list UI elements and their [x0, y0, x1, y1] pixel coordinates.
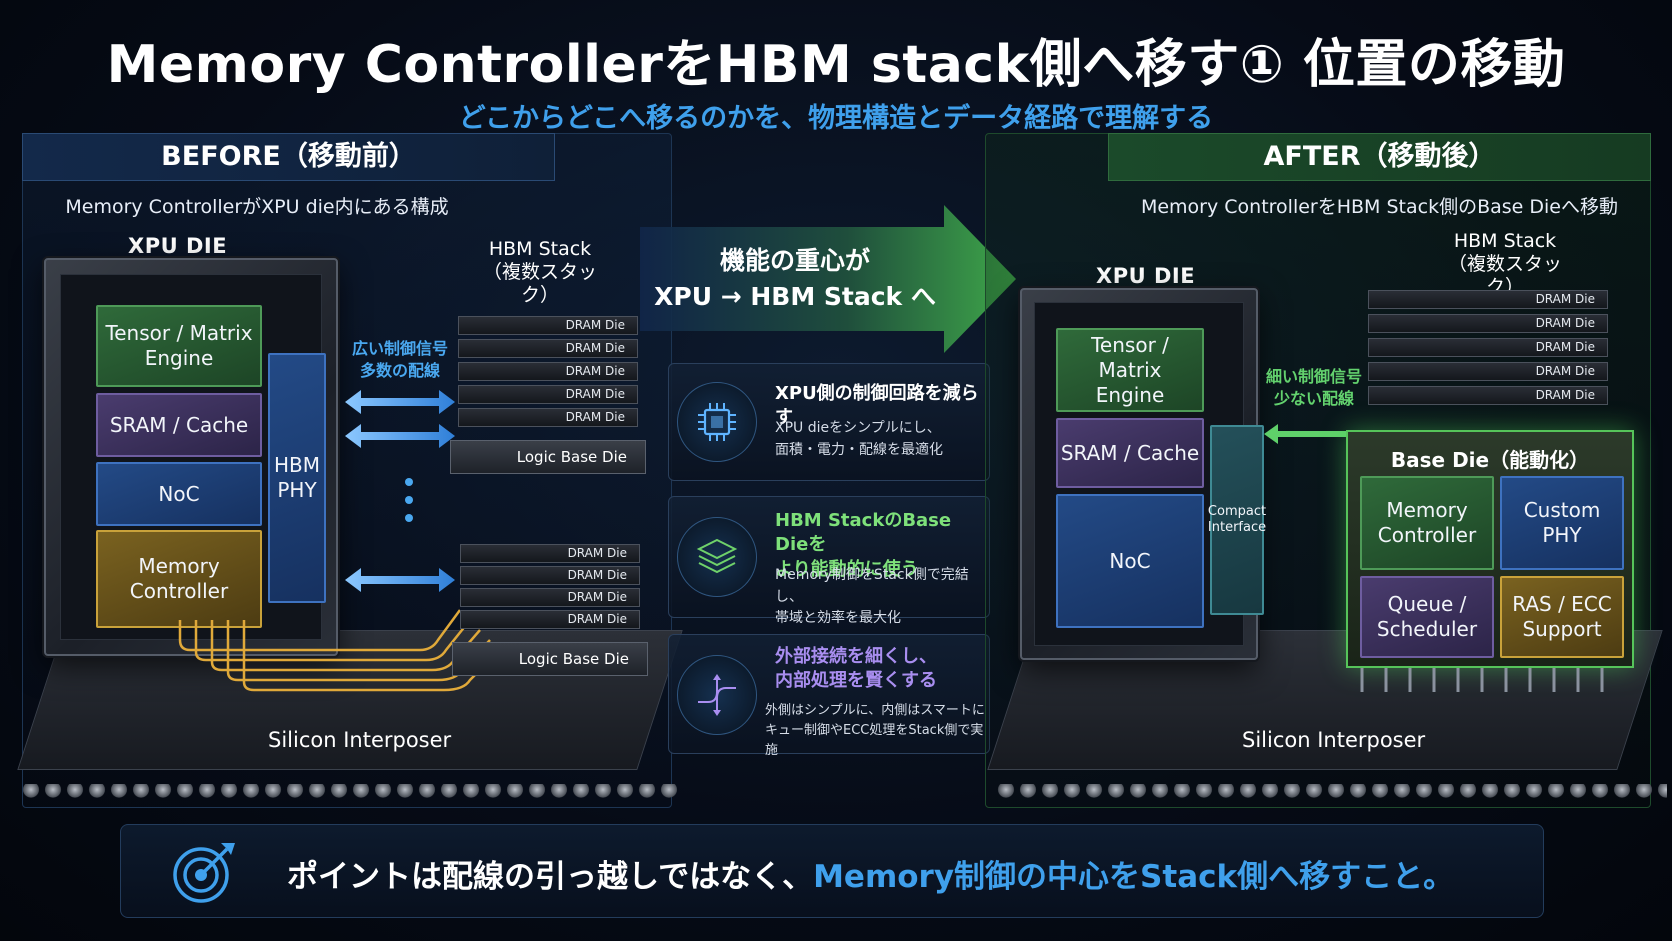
center-big-arrow	[640, 205, 1016, 353]
before-memory-controller-block: Memory Controller	[96, 530, 262, 628]
bottom-message: ポイントは配線の引っ越しではなく、Memory制御の中心をStack側へ移すこと…	[287, 851, 1454, 896]
after-arrow-label-line1: 細い制御信号	[1265, 367, 1362, 386]
card-3-body: 外側はシンプルに、内側はスマートに キュー制御やECC処理をStack側で実施	[765, 701, 989, 761]
after-hbm-stack: DRAM Die DRAM Die DRAM Die DRAM Die DRAM…	[1368, 290, 1618, 430]
after-compact-interface-block: Compact Interface	[1208, 425, 1266, 615]
before-hbm-stack-2: DRAM Die DRAM Die DRAM Die DRAM Die Logi…	[450, 530, 650, 700]
before-noc-block: NoC	[96, 462, 262, 526]
card-3-body-line1: 外側はシンプルに、内側はスマートに	[765, 703, 985, 718]
card-2-body-line2: 帯域と効率を最大化	[775, 610, 901, 627]
card-1-body: XPU dieをシンプルにし、 面積・電力・配線を最適化	[775, 418, 943, 461]
before-arrow-label: 広い制御信号 多数の配線	[345, 338, 455, 381]
chip-icon	[677, 382, 757, 462]
after-header: AFTER（移動後）	[1108, 133, 1651, 181]
before-tensor-block: Tensor / Matrix Engine	[96, 305, 262, 387]
logic-base-die: Logic Base Die	[452, 642, 648, 676]
before-header: BEFORE（移動前）	[22, 133, 555, 181]
card-1-title: XPU側の制御回路を減らす	[775, 383, 979, 429]
logic-base-die: Logic Base Die	[450, 440, 646, 474]
after-noc-block: NoC	[1056, 494, 1204, 628]
center-arrow-text-line1: 機能の重心が	[719, 246, 870, 275]
after-solder-balls	[995, 784, 1667, 798]
before-hbm-phy-block: HBM PHY	[268, 353, 326, 603]
after-memory-controller-block: Memory Controller	[1360, 476, 1494, 570]
dram-die: DRAM Die	[458, 316, 638, 335]
before-bidirectional-arrows	[345, 390, 455, 592]
before-xpu-label: XPU DIE	[128, 234, 228, 258]
dram-die: DRAM Die	[460, 566, 640, 585]
dram-die: DRAM Die	[458, 385, 638, 404]
card-3-title-line2: 内部処理を賢くする	[775, 670, 937, 692]
bottom-message-plain: ポイントは配線の引っ越しではなく、	[287, 859, 814, 895]
after-base-die-pins	[1360, 668, 1604, 692]
after-xpu-label: XPU DIE	[1096, 264, 1196, 288]
after-hbm-stack-label: HBM Stack （複数スタック）	[1440, 230, 1570, 298]
after-description: Memory ControllerをHBM Stack側のBase Dieへ移動	[1140, 196, 1619, 218]
card-1-body-line1: XPU dieをシンプルにし、	[775, 420, 941, 436]
after-ras-ecc-block: RAS / ECC Support	[1500, 576, 1624, 658]
split-lines-icon	[677, 655, 757, 735]
card-3-body-line2: キュー制御やECC処理をStack側で実施	[765, 723, 984, 759]
after-tensor-block: Tensor / Matrix Engine	[1056, 328, 1204, 412]
layers-icon	[677, 517, 757, 597]
after-queue-scheduler-block: Queue / Scheduler	[1360, 576, 1494, 658]
card-1-body-line2: 面積・電力・配線を最適化	[775, 441, 943, 458]
after-arrow-label-line2: 少ない配線	[1273, 388, 1354, 408]
card-2-title: HBM StackのBase Dieを より能動的に使う	[775, 509, 989, 582]
after-hbm-stack-label-line1: HBM Stack	[1453, 230, 1557, 252]
before-description: Memory ControllerがXPU die内にある構成	[65, 196, 449, 218]
dram-die: DRAM Die	[458, 339, 638, 358]
dram-die: DRAM Die	[1368, 314, 1608, 333]
after-interposer-label: Silicon Interposer	[1242, 728, 1426, 752]
dram-die: DRAM Die	[1368, 338, 1608, 357]
center-arrow-text: 機能の重心が XPU → HBM Stack へ	[640, 243, 950, 316]
dram-die: DRAM Die	[1368, 362, 1608, 381]
after-sram-block: SRAM / Cache	[1056, 418, 1204, 488]
before-sram-block: SRAM / Cache	[96, 393, 262, 457]
info-card-thin-external: 外部接続を細くし、 内部処理を賢くする 外側はシンプルに、内側はスマートに キュ…	[668, 634, 990, 758]
before-hbm-stack-1: DRAM Die DRAM Die DRAM Die DRAM Die DRAM…	[450, 300, 650, 490]
card-2-body: Memory制御をStack側で完結し、 帯域と効率を最大化	[775, 565, 989, 630]
dram-die: DRAM Die	[458, 408, 638, 427]
after-header-text: AFTER（移動後）	[1263, 141, 1496, 172]
target-icon	[173, 843, 235, 903]
dram-die: DRAM Die	[460, 610, 640, 629]
before-hbm-stack-label-line1: HBM Stack	[488, 238, 592, 260]
card-2-title-line2: より能動的に使う	[775, 558, 919, 580]
info-card-active-base-die: HBM StackのBase Dieを より能動的に使う Memory制御をSt…	[668, 496, 990, 626]
after-arrow-label: 細い制御信号 少ない配線	[1262, 366, 1366, 409]
page-title: Memory ControllerをHBM stack側へ移す① 位置の移動	[106, 35, 1566, 95]
dram-die: DRAM Die	[458, 362, 638, 381]
before-hbm-stack-label: HBM Stack （複数スタック）	[470, 238, 610, 306]
before-arrow-label-line2: 多数の配線	[359, 360, 440, 380]
bottom-message-highlight: Memory制御の中心をStack側へ移すこと。	[813, 859, 1455, 895]
after-thin-arrow	[1264, 424, 1348, 444]
before-interposer-label: Silicon Interposer	[268, 728, 452, 752]
after-custom-phy-block: Custom PHY	[1500, 476, 1624, 570]
card-2-body-line1: Memory制御をStack側で完結し、	[775, 567, 969, 605]
info-card-reduce-control: XPU側の制御回路を減らす XPU dieをシンプルにし、 面積・電力・配線を最…	[668, 363, 990, 481]
before-arrow-label-line1: 広い制御信号	[351, 339, 448, 358]
dram-die: DRAM Die	[1368, 290, 1608, 309]
dram-die: DRAM Die	[1368, 386, 1608, 405]
bottom-callout: ポイントは配線の引っ越しではなく、Memory制御の中心をStack側へ移すこと…	[120, 824, 1544, 918]
card-3-title: 外部接続を細くし、 内部処理を賢くする	[775, 645, 937, 694]
page-subtitle: どこからどこへ移るのかを、物理構造とデータ経路で理解する	[458, 103, 1214, 134]
dram-die: DRAM Die	[460, 544, 640, 563]
before-solder-balls	[20, 784, 680, 798]
card-2-title-line1: HBM StackのBase Dieを	[775, 510, 952, 556]
after-base-die-title: Base Die（能動化）	[1390, 448, 1590, 472]
dram-die: DRAM Die	[460, 588, 640, 607]
center-arrow-text-line2: XPU → HBM Stack へ	[654, 282, 936, 312]
before-header-text: BEFORE（移動前）	[161, 141, 416, 172]
before-hbm-stack-label-line2: （複数スタック）	[482, 260, 597, 306]
card-3-title-line1: 外部接続を細くし、	[775, 646, 937, 667]
